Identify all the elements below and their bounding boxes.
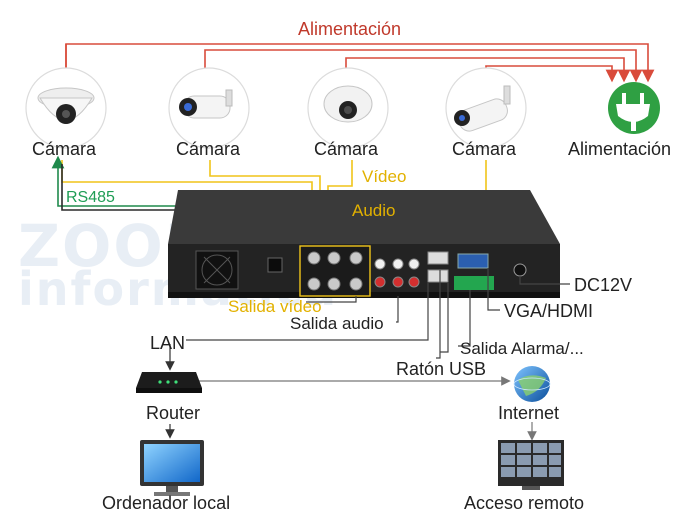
turret-camera-icon [307,67,389,149]
lan-label: LAN [150,333,186,353]
audio-label: Audio [352,201,396,220]
router-icon [136,372,202,393]
globe-icon [513,366,551,402]
port-lines [186,268,570,359]
pc-label: Ordenador local [102,493,231,513]
power-plug-icon [608,82,660,134]
camera-4-label: Cámara [452,139,517,159]
camera-1-label: Cámara [32,139,97,159]
alarm-label: Salida Alarma/... [460,339,584,358]
video-label: Vídeo [362,167,407,186]
power-label: Alimentación [568,139,672,159]
video-wall-icon [498,440,564,490]
video-out-label: Salida vídeo [228,297,322,316]
dome-camera-icon [25,67,107,149]
remote-label: Acceso remoto [464,493,585,513]
audio-out-label: Salida audio [290,314,384,333]
rs485-label: RS485 [66,189,115,206]
internet-label: Internet [498,403,560,423]
bullet-camera-icon [168,67,250,149]
usb-label: Ratón USB [396,359,487,379]
network-lines [165,344,537,441]
dc-label: DC12V [574,275,633,295]
camera-3-label: Cámara [314,139,379,159]
dvr-recorder [168,190,560,298]
title-alimentacion: Alimentación [298,19,402,39]
monitor-icon [140,440,204,496]
camera-2-label: Cámara [176,139,241,159]
vga-label: VGA/HDMI [504,301,594,321]
bullet-camera-2-icon [445,67,527,149]
router-label: Router [146,403,201,423]
